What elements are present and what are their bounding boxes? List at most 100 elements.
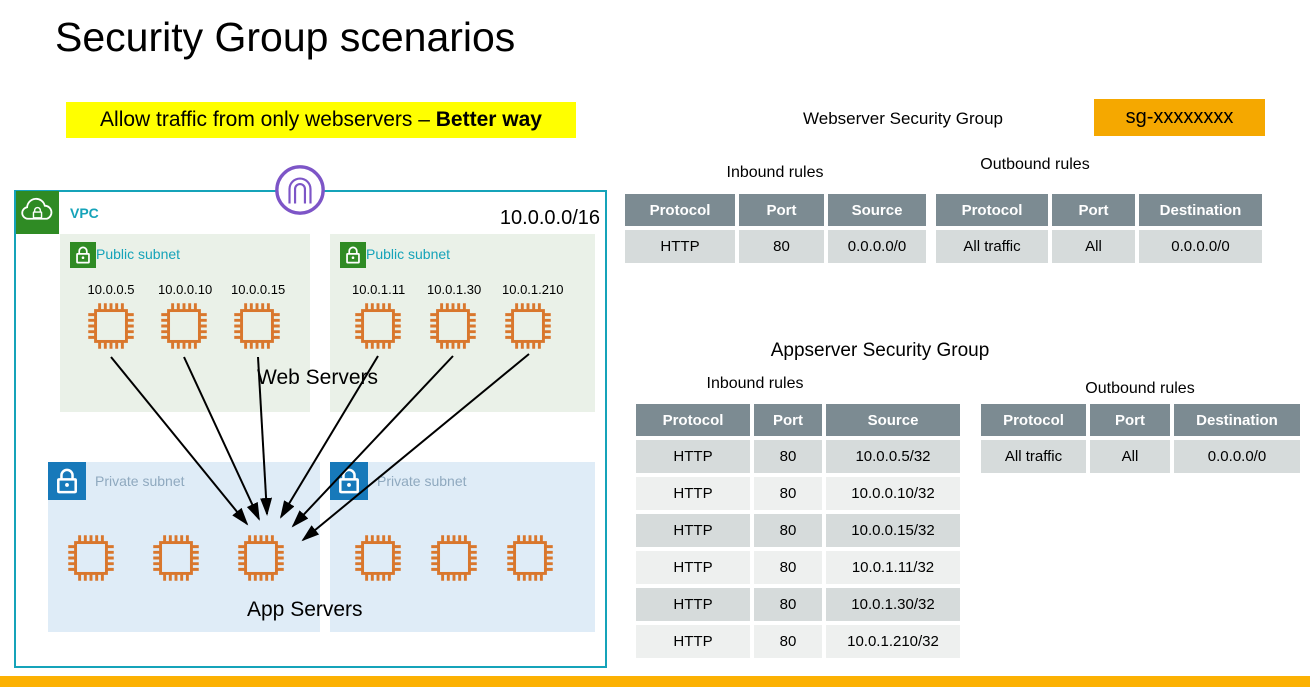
rule-cell: 80 (739, 230, 824, 263)
rule-cell: 80 (754, 551, 822, 584)
vpc-cidr: 10.0.0.0/16 (499, 207, 600, 229)
server-instance: 10.0.0.5 (85, 282, 137, 352)
instance-ip-label: 10.0.1.30 (427, 282, 482, 297)
rule-cell: All traffic (981, 440, 1086, 473)
server-instance: 10.0.0.10 (158, 282, 212, 352)
ec2-instance-icon (431, 535, 477, 581)
server-instance (235, 532, 287, 584)
rule-cell: 10.0.0.15/32 (826, 514, 960, 547)
rule-cell: 0.0.0.0/0 (1139, 230, 1262, 263)
appserver-inbound-label: Inbound rules (706, 375, 804, 392)
private-subnet-label: Private subnet (95, 473, 185, 489)
column-header: Protocol (981, 404, 1086, 436)
column-header: Port (754, 404, 822, 436)
column-header: Protocol (625, 194, 735, 226)
rule-cell: HTTP (625, 230, 735, 263)
ec2-instance-icon (430, 303, 476, 349)
ec2-instance-icon (505, 303, 551, 349)
server-instance (65, 532, 117, 584)
webserver-inbound-label: Inbound rules (726, 164, 824, 181)
appserver-sg-title: Appserver Security Group (770, 340, 990, 361)
server-instance: 10.0.1.11 (352, 282, 405, 352)
public-subnet-label: Public subnet (366, 246, 451, 262)
webserver-sg-title: Webserver Security Group (803, 109, 1003, 128)
private-subnet-label: Private subnet (377, 473, 467, 489)
rule-cell: 80 (754, 477, 822, 510)
private-subnet-2: Private subnet (330, 462, 595, 632)
public-subnet-lock-icon (70, 242, 96, 268)
public-subnet-label: Public subnet (96, 246, 181, 262)
ec2-instance-icon (234, 303, 280, 349)
highlight-banner: Allow traffic from only webservers – Bet… (66, 102, 576, 138)
instance-ip-label: 10.0.0.15 (231, 282, 286, 297)
instance-ip-label: 10.0.0.5 (87, 282, 135, 297)
app-servers-caption: App Servers (247, 598, 363, 621)
ec2-instance-icon (153, 535, 199, 581)
ec2-instance-icon (355, 535, 401, 581)
rule-cell: 80 (754, 440, 822, 473)
column-header: Port (739, 194, 824, 226)
ec2-instance-icon (355, 303, 401, 349)
server-instance: 10.0.1.30 (427, 282, 482, 352)
highlight-text: Allow traffic from only webservers – (100, 108, 436, 131)
column-header: Protocol (636, 404, 750, 436)
private-subnet-lock-icon (48, 462, 86, 500)
ec2-instance-icon (161, 303, 207, 349)
server-instance (352, 532, 404, 584)
column-header: Port (1090, 404, 1170, 436)
rule-cell: 10.0.1.30/32 (826, 588, 960, 621)
column-header: Protocol (936, 194, 1048, 226)
sg-id-badge: sg-xxxxxxxx (1094, 99, 1265, 136)
rule-cell: 10.0.1.210/32 (826, 625, 960, 658)
rule-cell: 80 (754, 625, 822, 658)
slide-footer-bar (0, 676, 1310, 687)
rule-cell: 80 (754, 588, 822, 621)
ec2-instance-icon (507, 535, 553, 581)
server-instance: 10.0.0.15 (231, 282, 286, 352)
appserver-outbound-label: Outbound rules (1085, 380, 1195, 397)
rule-cell: HTTP (636, 588, 750, 621)
vpc-icon (16, 191, 59, 234)
highlight-bold-text: Better way (435, 108, 542, 131)
rule-cell: All traffic (936, 230, 1048, 263)
rule-cell: 10.0.1.11/32 (826, 551, 960, 584)
rule-cell: 10.0.0.10/32 (826, 477, 960, 510)
server-instance (428, 532, 480, 584)
rule-cell: HTTP (636, 514, 750, 547)
rule-cell: HTTP (636, 440, 750, 473)
app-server-group-1 (48, 532, 320, 584)
rule-cell: All (1052, 230, 1135, 263)
rule-cell: 0.0.0.0/0 (1174, 440, 1300, 473)
rule-cell: All (1090, 440, 1170, 473)
public-subnet-lock-icon (340, 242, 366, 268)
private-subnet-lock-icon (330, 462, 368, 500)
internet-gateway-icon (275, 165, 325, 215)
instance-ip-label: 10.0.1.210 (502, 282, 564, 297)
web-server-group-1: 10.0.0.5 10.0.0.10 10.0.0.15 (60, 282, 310, 352)
rule-cell: 10.0.0.5/32 (826, 440, 960, 473)
webserver-outbound-label: Outbound rules (980, 156, 1090, 173)
rule-cell: 0.0.0.0/0 (828, 230, 926, 263)
column-header: Source (826, 404, 960, 436)
page-title: Security Group scenarios (55, 14, 516, 60)
rule-cell: HTTP (636, 477, 750, 510)
server-instance: 10.0.1.210 (502, 282, 564, 352)
column-header: Destination (1139, 194, 1262, 226)
web-servers-caption: Web Servers (257, 366, 378, 389)
app-server-group-2 (330, 532, 595, 584)
